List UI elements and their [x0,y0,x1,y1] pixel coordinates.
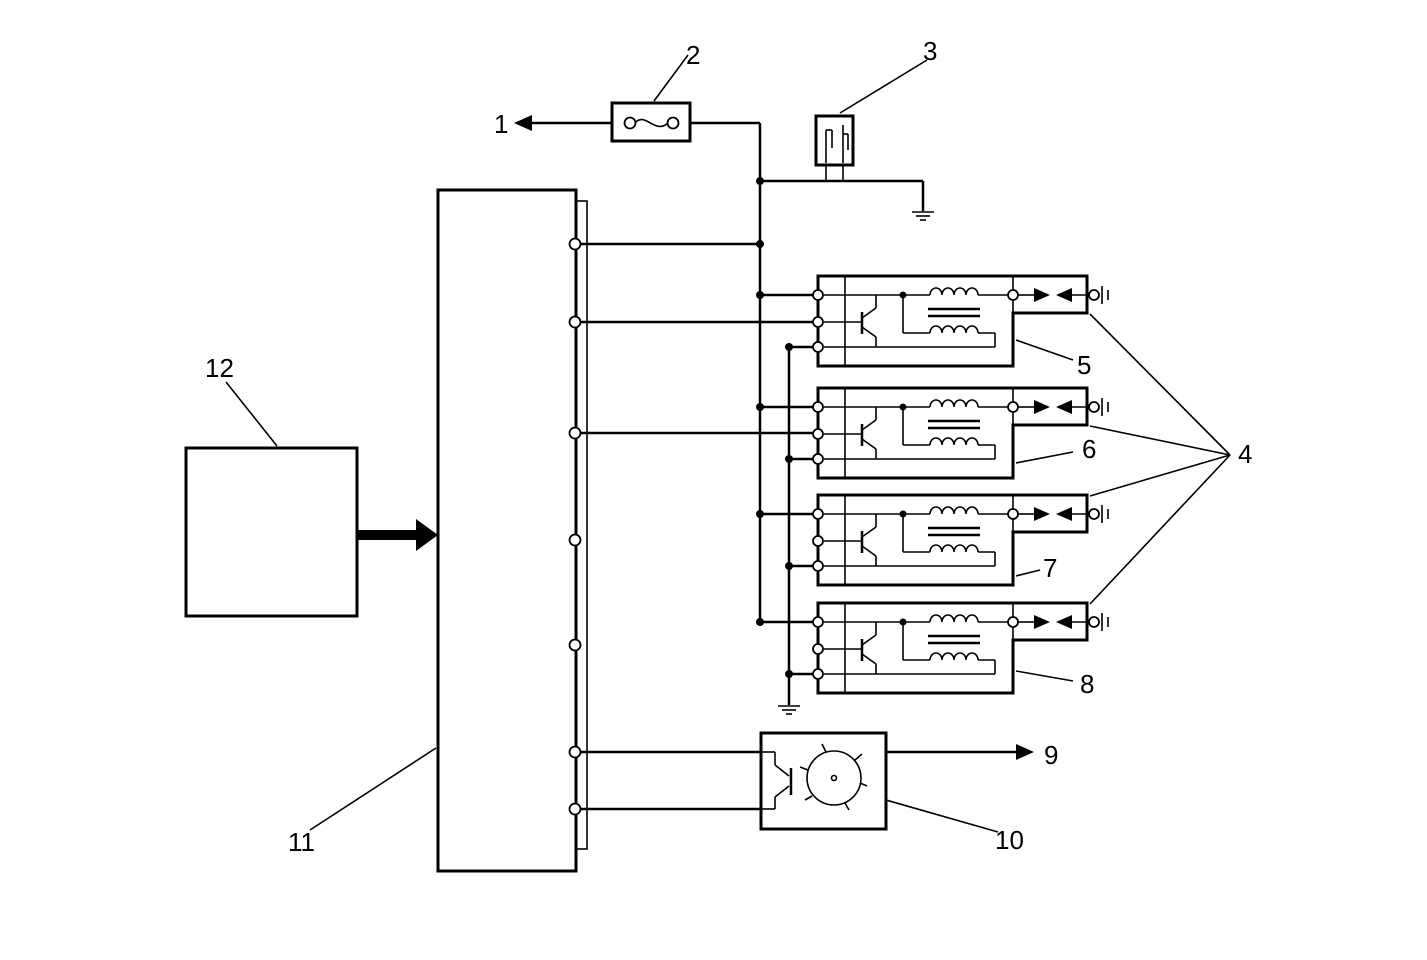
callout-8: 8 [1080,669,1094,699]
terminal-unused-1 [568,533,582,547]
terminal-coil-2 [568,426,582,440]
terminal-unused-2 [568,638,582,652]
module-12 [184,381,359,618]
callout-3: 3 [923,36,937,66]
signal-arrow-12-to-11 [357,519,438,551]
callout-7-leader [1015,569,1041,577]
terminal-power [568,237,582,251]
callout-4-leaders [1089,313,1231,605]
callout-5: 5 [1077,350,1091,380]
callout-7: 7 [1043,553,1057,583]
callout-6-leader [1015,451,1074,464]
coil-pack-2 [760,386,1109,480]
callout-11: 11 [288,827,315,857]
fuse-2 [610,54,692,143]
coil-pack-4 [760,601,1109,695]
callout-4: 4 [1238,439,1252,469]
ground-top [760,179,934,221]
callout-12: 12 [205,353,234,383]
module-11-terminals [568,237,582,816]
callout-2: 2 [686,40,700,70]
crank-sensor-10 [581,731,1034,833]
control-module-11 [309,188,588,873]
terminal-sensor-a [568,745,582,759]
callout-10: 10 [995,825,1024,855]
callout-8-leader [1015,670,1074,682]
coil-packs [760,274,1109,695]
callouts: 1 2 3 4 5 6 7 8 9 10 11 12 [205,36,1252,857]
callout-1: 1 [494,109,508,139]
callout-6: 6 [1082,434,1096,464]
callout-9: 9 [1044,740,1058,770]
coil-pack-1 [760,274,1109,368]
terminal-sensor-b [568,802,582,816]
power-feed-arrow-1 [514,115,612,131]
coil-pack-3 [760,493,1109,587]
power-bus [756,123,764,626]
callout-5-leader [1015,339,1074,361]
suppressor-3 [814,59,928,181]
coil-ground-bus [778,343,800,715]
terminal-coil-1 [568,315,582,329]
